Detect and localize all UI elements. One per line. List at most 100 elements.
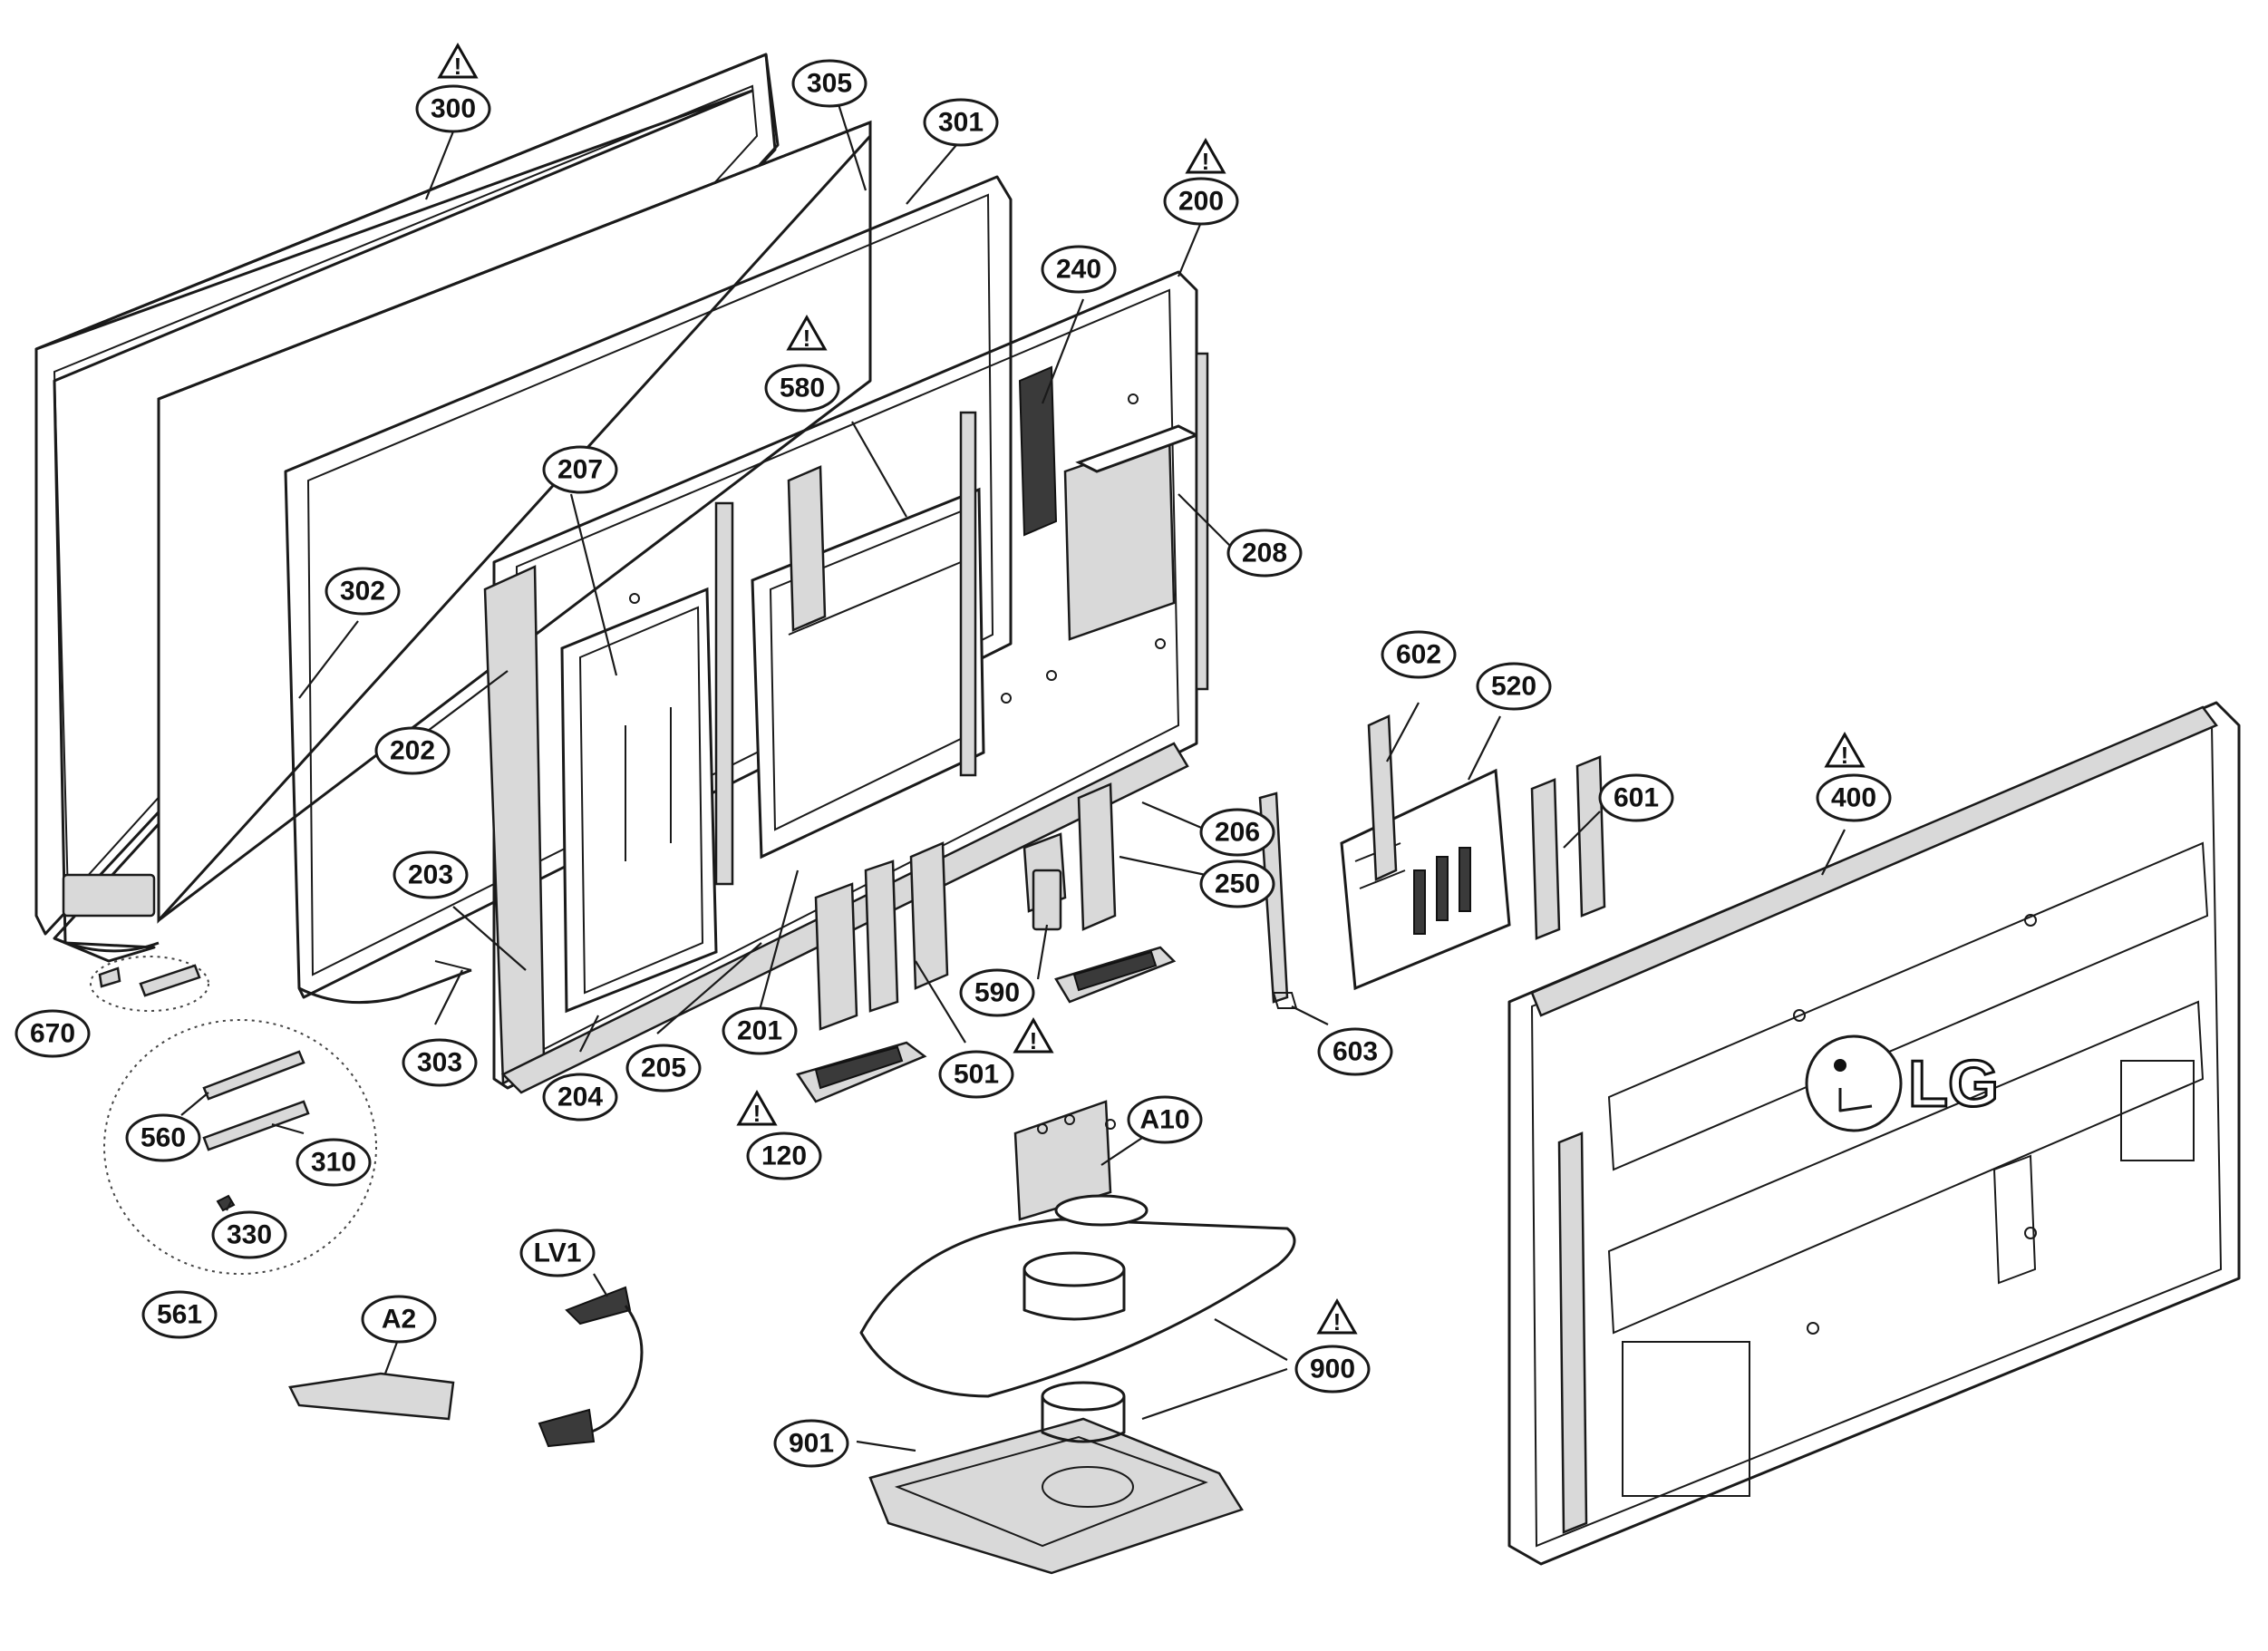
svg-text:330: 330 <box>227 1220 272 1250</box>
callout-603: 603 <box>1317 1027 1393 1076</box>
callout-580: 580 <box>764 364 840 413</box>
callout-208: 208 <box>1226 529 1303 578</box>
svg-text:120: 120 <box>761 1141 807 1171</box>
callout-203: 203 <box>393 850 469 899</box>
svg-text:!: ! <box>454 53 462 80</box>
callout-330: 330 <box>211 1210 287 1259</box>
svg-text:300: 300 <box>431 94 476 124</box>
svg-text:590: 590 <box>974 978 1020 1008</box>
lg-logo-text: LG <box>1908 1048 1999 1121</box>
small-board-590 <box>1032 869 1062 931</box>
svg-text:208: 208 <box>1242 539 1287 568</box>
warning-icon: ! <box>1824 731 1866 769</box>
stand-900 <box>859 1100 1296 1398</box>
speaker-right <box>1054 946 1177 1004</box>
svg-text:LV1: LV1 <box>534 1238 582 1268</box>
svg-text:202: 202 <box>390 736 435 766</box>
callout-204: 204 <box>542 1073 618 1122</box>
svg-text:A10: A10 <box>1139 1105 1189 1135</box>
warning-icon: ! <box>786 314 828 352</box>
svg-text:!: ! <box>753 1100 761 1127</box>
svg-text:207: 207 <box>557 455 603 485</box>
back-cover: LG <box>1507 701 2241 1566</box>
warning-icon: ! <box>736 1089 778 1127</box>
svg-text:200: 200 <box>1178 187 1224 217</box>
callout-602: 602 <box>1381 630 1457 679</box>
svg-text:!: ! <box>1333 1308 1342 1335</box>
callout-303: 303 <box>402 1038 478 1087</box>
inner-frame <box>284 175 1013 1005</box>
callout-670: 670 <box>15 1009 91 1058</box>
speaker-left <box>796 1041 927 1103</box>
svg-text:301: 301 <box>938 108 984 138</box>
svg-text:203: 203 <box>408 860 453 890</box>
svg-text:561: 561 <box>157 1300 202 1330</box>
board-520 <box>1340 768 1511 991</box>
svg-text:900: 900 <box>1310 1355 1355 1384</box>
callout-501: 501 <box>938 1050 1014 1099</box>
callout-400: 400 <box>1816 773 1892 822</box>
glass-filter <box>157 120 872 924</box>
warning-icon: ! <box>1185 137 1226 175</box>
svg-text:!: ! <box>803 325 811 352</box>
svg-text:580: 580 <box>780 374 825 403</box>
svg-text:670: 670 <box>30 1019 75 1049</box>
svg-text:250: 250 <box>1215 869 1260 899</box>
lg-logo-mark <box>1805 1034 1903 1132</box>
svg-text:204: 204 <box>557 1083 603 1112</box>
callout-520: 520 <box>1476 662 1552 711</box>
svg-text:205: 205 <box>641 1054 686 1083</box>
warning-icon: ! <box>1013 1016 1054 1054</box>
callout-202: 202 <box>374 726 451 775</box>
svg-text:601: 601 <box>1614 783 1659 813</box>
svg-text:603: 603 <box>1333 1037 1378 1067</box>
callout-901: 901 <box>773 1419 849 1468</box>
svg-text:A2: A2 <box>382 1305 416 1335</box>
callout-205: 205 <box>625 1044 702 1093</box>
svg-text:560: 560 <box>141 1123 186 1153</box>
callout-A10: A10 <box>1127 1095 1203 1144</box>
callout-250: 250 <box>1199 859 1275 908</box>
warning-icon: ! <box>437 42 479 80</box>
cable-LV1 <box>538 1286 644 1448</box>
callout-200: 200 <box>1163 177 1239 226</box>
callout-561: 561 <box>141 1290 218 1339</box>
svg-text:520: 520 <box>1491 672 1536 702</box>
callout-590: 590 <box>959 968 1035 1017</box>
svg-text:901: 901 <box>789 1429 834 1459</box>
callout-305: 305 <box>791 59 867 108</box>
callout-120: 120 <box>746 1131 822 1180</box>
svg-text:!: ! <box>1841 742 1849 769</box>
svg-text:501: 501 <box>954 1060 999 1090</box>
callout-206: 206 <box>1199 808 1275 857</box>
callout-201: 201 <box>722 1006 798 1055</box>
callout-207: 207 <box>542 445 618 494</box>
cover-A2 <box>288 1372 455 1421</box>
svg-text:602: 602 <box>1396 640 1441 670</box>
svg-text:!: ! <box>1030 1027 1038 1054</box>
svg-text:240: 240 <box>1056 255 1101 285</box>
svg-text:303: 303 <box>417 1048 462 1078</box>
callout-301: 301 <box>923 98 999 147</box>
svg-text:305: 305 <box>807 69 852 99</box>
svg-text:206: 206 <box>1215 818 1260 848</box>
callout-LV1: LV1 <box>519 1229 596 1277</box>
svg-text:400: 400 <box>1831 783 1876 813</box>
leader-lines <box>180 103 1846 1452</box>
svg-text:!: ! <box>1202 148 1210 175</box>
callout-310: 310 <box>296 1138 372 1187</box>
callout-560: 560 <box>125 1113 201 1162</box>
subassembly-561 <box>90 956 377 1275</box>
callout-601: 601 <box>1598 773 1674 822</box>
callout-A2: A2 <box>361 1295 437 1344</box>
callout-302: 302 <box>325 567 401 616</box>
callout-900: 900 <box>1294 1345 1371 1394</box>
callout-240: 240 <box>1041 245 1117 294</box>
plasma-module <box>483 270 1209 1094</box>
callout-300: 300 <box>415 84 491 133</box>
svg-text:201: 201 <box>737 1016 782 1046</box>
svg-text:310: 310 <box>311 1148 356 1178</box>
bracket-601 <box>1530 755 1606 940</box>
